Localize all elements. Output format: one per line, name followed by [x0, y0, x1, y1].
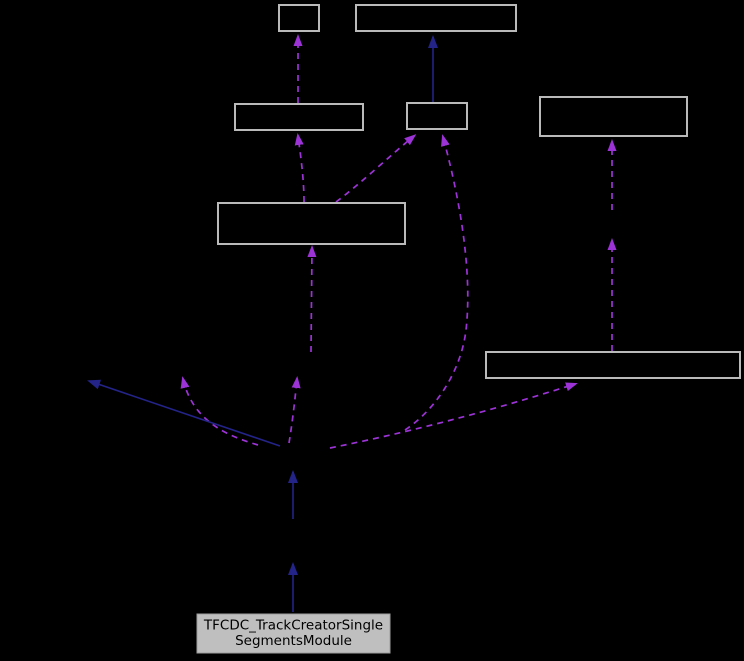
- node-box-top-mid-small[interactable]: [406, 102, 468, 130]
- node-box-right[interactable]: [539, 96, 688, 137]
- node-box-wide-right[interactable]: [485, 351, 741, 379]
- main-class-node: TFCDC_TrackCreatorSingle SegmentsModule: [196, 613, 391, 654]
- main-class-label-line2: SegmentsModule: [235, 633, 352, 649]
- usage-arrow-hub-to-left-node: [180, 376, 259, 446]
- usage-arrow-hub-up: [288, 376, 301, 444]
- main-class-node-box: [196, 613, 391, 654]
- usage-arrow-lower-mid-to-mid-box: [294, 133, 305, 203]
- node-box-top-left-small[interactable]: [278, 4, 320, 32]
- usage-arrow-hub-to-wide-box: [329, 382, 578, 449]
- main-class-label-line1: TFCDC_TrackCreatorSingle: [203, 618, 383, 634]
- node-box-mid[interactable]: [234, 103, 364, 131]
- usage-arrow-lower-mid-to-top-mid-box: [335, 134, 417, 203]
- inheritance-arrow-hub-to-far-left: [87, 379, 281, 447]
- node-box-lower-mid[interactable]: [217, 202, 406, 245]
- node-box-top-wide[interactable]: [355, 4, 517, 32]
- usage-arrow-curve-to-top-mid-box: [404, 134, 469, 431]
